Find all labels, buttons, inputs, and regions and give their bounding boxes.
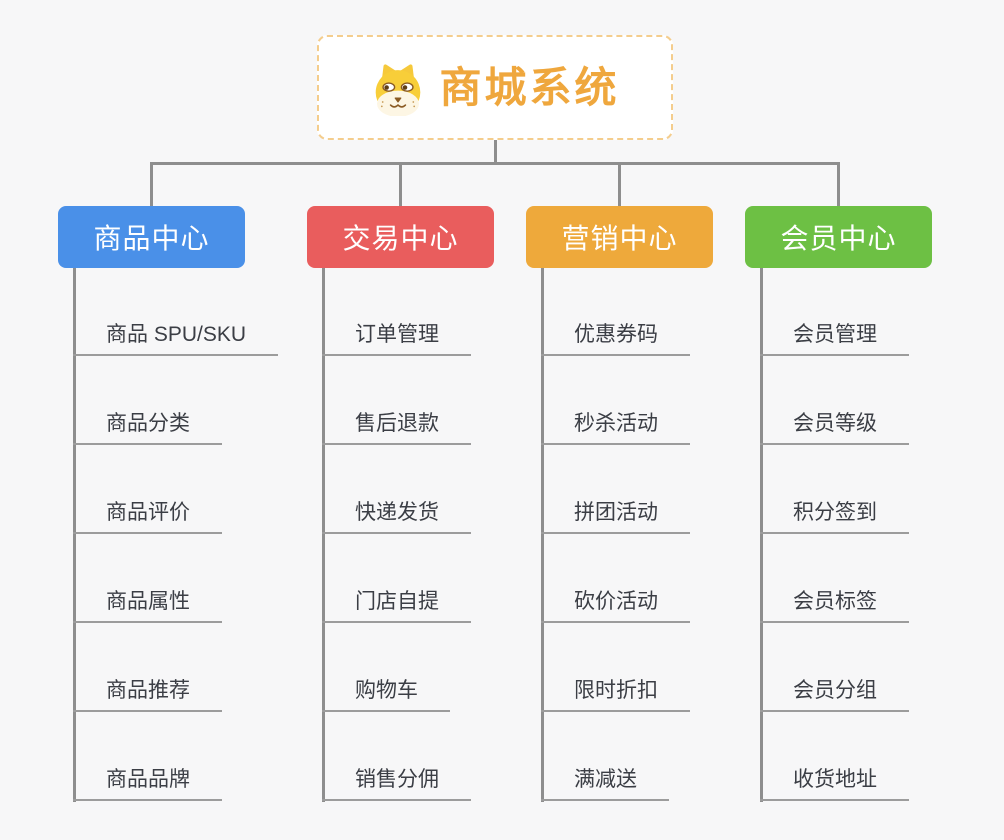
subtopic-item[interactable]: 订单管理: [322, 320, 471, 356]
connector-branch-drop: [399, 162, 402, 206]
subtopic-item[interactable]: 快递发货: [322, 498, 471, 534]
subtopic-item[interactable]: 会员分组: [760, 676, 909, 712]
branch-node-3[interactable]: 营销中心: [526, 206, 713, 268]
subtopic-item[interactable]: 商品推荐: [73, 676, 222, 712]
connector-branch-drop: [618, 162, 621, 206]
branch-items-column: 会员管理会员等级积分签到会员标签会员分组收货地址: [760, 320, 909, 801]
root-topic-title: 商城系统: [439, 63, 620, 111]
connector-branch-spine: [322, 268, 325, 802]
subtopic-item[interactable]: 满减送: [541, 765, 669, 801]
branch-items-column: 订单管理售后退款快递发货门店自提购物车销售分佣: [322, 320, 471, 801]
subtopic-item[interactable]: 销售分佣: [322, 765, 471, 801]
connector-branch-spine: [541, 268, 544, 802]
branch-items-column: 优惠券码秒杀活动拼团活动砍价活动限时折扣满减送: [541, 320, 690, 801]
subtopic-item[interactable]: 限时折扣: [541, 676, 690, 712]
branch-node-1[interactable]: 商品中心: [58, 206, 245, 268]
connector-branch-drop: [150, 162, 153, 206]
subtopic-item[interactable]: 拼团活动: [541, 498, 690, 534]
subtopic-item[interactable]: 购物车: [322, 676, 450, 712]
subtopic-item[interactable]: 售后退款: [322, 409, 471, 445]
connector-root-drop: [493, 140, 497, 165]
connector-branch-drop: [837, 162, 840, 206]
subtopic-item[interactable]: 会员管理: [760, 320, 909, 356]
branch-node-2[interactable]: 交易中心: [307, 206, 494, 268]
root-topic-node[interactable]: 商城系统: [317, 35, 673, 140]
branch-label: 商品中心: [93, 223, 210, 254]
connector-branch-spine: [760, 268, 763, 802]
subtopic-item[interactable]: 商品品牌: [73, 765, 222, 801]
subtopic-item[interactable]: 会员标签: [760, 587, 909, 623]
subtopic-item[interactable]: 收货地址: [760, 765, 909, 801]
branch-label: 交易中心: [342, 223, 459, 254]
subtopic-item[interactable]: 商品分类: [73, 409, 222, 445]
subtopic-item[interactable]: 积分签到: [760, 498, 909, 534]
subtopic-item[interactable]: 商品 SPU/SKU: [73, 320, 279, 356]
subtopic-item[interactable]: 商品评价: [73, 498, 222, 534]
branch-label: 营销中心: [561, 223, 678, 254]
subtopic-item[interactable]: 优惠券码: [541, 320, 690, 356]
connector-branch-spine: [73, 268, 76, 802]
subtopic-item[interactable]: 会员等级: [760, 409, 909, 445]
subtopic-item[interactable]: 秒杀活动: [541, 409, 690, 445]
branch-label: 会员中心: [780, 223, 897, 254]
connector-bus-line: [150, 162, 840, 165]
subtopic-item[interactable]: 门店自提: [322, 587, 471, 623]
branch-node-4[interactable]: 会员中心: [745, 206, 932, 268]
subtopic-item[interactable]: 商品属性: [73, 587, 222, 623]
branch-items-column: 商品 SPU/SKU 商品分类商品评价商品属性商品推荐商品品牌: [73, 320, 279, 801]
dog-face-icon: [370, 60, 426, 116]
subtopic-item[interactable]: 砍价活动: [541, 587, 690, 623]
